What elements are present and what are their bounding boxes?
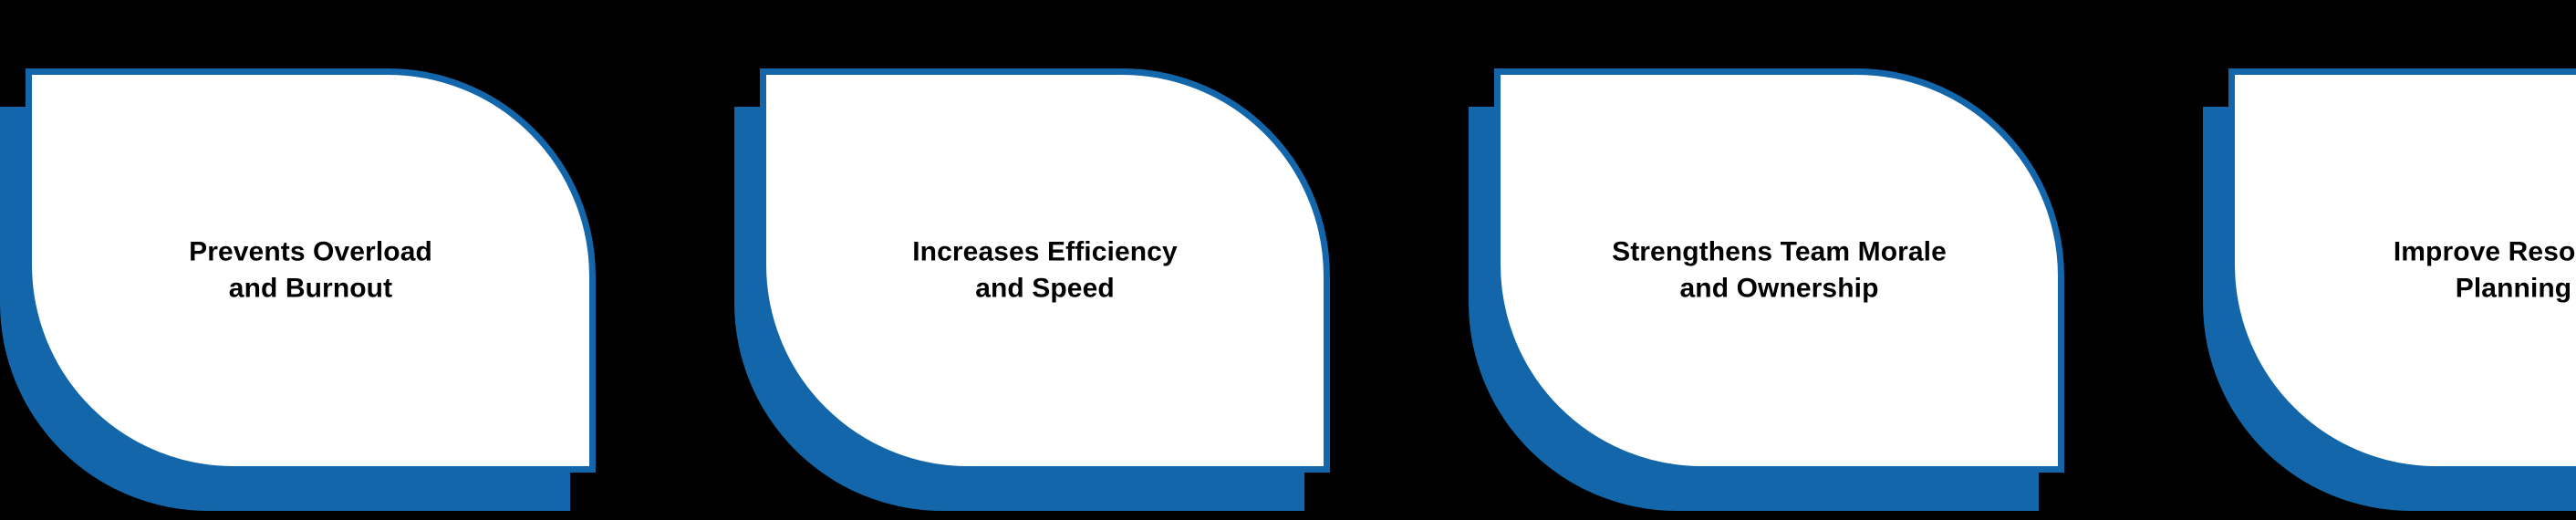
benefit-card-2[interactable]: Increases Efficiency and Speed	[734, 68, 1330, 511]
card-label-2: Increases Efficiency and Speed	[912, 236, 1178, 304]
card-label-1: Prevents Overload and Burnout	[189, 236, 432, 304]
benefit-card-1[interactable]: Prevents Overload and Burnout	[0, 68, 596, 511]
card-label-4: Improve Resource Planning	[2393, 236, 2576, 304]
benefit-card-3[interactable]: Strengthens Team Morale and Ownership	[1469, 68, 2064, 511]
card-label-3: Strengthens Team Morale and Ownership	[1612, 236, 1947, 304]
card-face-2[interactable]: Increases Efficiency and Speed	[760, 68, 1330, 473]
card-face-4[interactable]: Improve Resource Planning	[2228, 68, 2576, 473]
card-face-3[interactable]: Strengthens Team Morale and Ownership	[1494, 68, 2064, 473]
benefit-card-4[interactable]: Improve Resource Planning	[2203, 68, 2576, 511]
card-face-1[interactable]: Prevents Overload and Burnout	[26, 68, 596, 473]
